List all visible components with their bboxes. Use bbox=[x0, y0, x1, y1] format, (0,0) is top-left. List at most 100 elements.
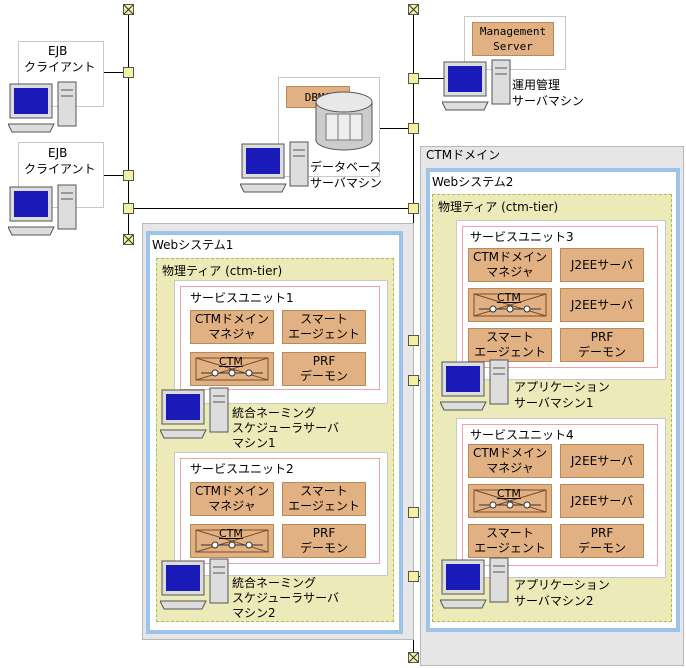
mgmt-server-component: Management Server bbox=[472, 22, 554, 56]
network-node bbox=[408, 203, 419, 214]
service-unit-4-label: サービスユニット4 bbox=[470, 428, 574, 442]
tier-1-label: 物理ティア (ctm-tier) bbox=[162, 264, 283, 278]
ejb-client-label-2b: クライアント bbox=[24, 162, 96, 176]
ctm-domain-manager-2: CTMドメイン マネジャ bbox=[190, 482, 274, 516]
j2ee-server-3b-label: J2EEサーバ bbox=[570, 297, 634, 312]
database-icon bbox=[315, 91, 373, 151]
computer-icon bbox=[240, 141, 309, 193]
prf-daemon-4-a: PRF bbox=[590, 526, 614, 540]
j2ee-server-4b: J2EEサーバ bbox=[560, 484, 644, 518]
j2ee-server-4a-label: J2EEサーバ bbox=[570, 453, 634, 468]
prf-daemon-4-b: デーモン bbox=[577, 541, 626, 555]
smart-agent-2: スマート エージェント bbox=[282, 482, 366, 516]
ctm-symbol-icon bbox=[473, 489, 547, 513]
service-unit-3-label: サービスユニット3 bbox=[470, 230, 574, 244]
ejb-client-label-1b: クライアント bbox=[24, 60, 96, 74]
network-node bbox=[408, 73, 419, 84]
ctm-symbol-icon bbox=[473, 293, 547, 317]
terminator-icon bbox=[408, 652, 419, 663]
computer-icon bbox=[440, 359, 509, 411]
smart-agent-4-a: スマート bbox=[486, 526, 534, 540]
ctm-domain-manager-1-a: CTMドメイン bbox=[194, 312, 270, 326]
naming-machine-2-c: マシン2 bbox=[232, 606, 276, 620]
app-machine-1-a: アプリケーション bbox=[514, 380, 610, 394]
terminator-icon bbox=[123, 4, 134, 15]
smart-agent-2-a: スマート bbox=[300, 484, 348, 498]
smart-agent-3-b: エージェント bbox=[474, 345, 546, 359]
smart-agent-4-b: エージェント bbox=[474, 541, 546, 555]
stub bbox=[413, 78, 449, 79]
ctm-domain-manager-3: CTMドメイン マネジャ bbox=[468, 248, 552, 282]
smart-agent-2-b: エージェント bbox=[288, 499, 360, 513]
stub bbox=[103, 175, 129, 176]
j2ee-server-3a-label: J2EEサーバ bbox=[570, 257, 634, 272]
prf-daemon-3-a: PRF bbox=[590, 330, 614, 344]
network-node bbox=[408, 507, 419, 518]
ctm-domain-manager-4: CTMドメイン マネジャ bbox=[468, 444, 552, 478]
j2ee-server-4b-label: J2EEサーバ bbox=[570, 493, 634, 508]
ctm-label-3: CTM bbox=[497, 291, 521, 304]
j2ee-server-3a: J2EEサーバ bbox=[560, 248, 644, 282]
smart-agent-3: スマート エージェント bbox=[468, 328, 552, 362]
j2ee-server-3b: J2EEサーバ bbox=[560, 288, 644, 322]
prf-daemon-2-a: PRF bbox=[312, 526, 336, 540]
ctm-domain-manager-4-a: CTMドメイン bbox=[472, 446, 548, 460]
prf-daemon-2: PRF デーモン bbox=[282, 524, 366, 558]
terminator-icon bbox=[123, 234, 134, 245]
ops-machine-label-b: サーバマシン bbox=[512, 94, 584, 108]
web-system-1-label: Webシステム1 bbox=[152, 238, 234, 252]
ctm-component-3: CTM bbox=[468, 288, 552, 322]
j2ee-server-4a: J2EEサーバ bbox=[560, 444, 644, 478]
prf-daemon-1: PRF デーモン bbox=[282, 352, 366, 386]
ejb-client-label-2a: EJB bbox=[48, 146, 68, 160]
ctm-component-4: CTM bbox=[468, 484, 552, 518]
network-node bbox=[408, 335, 419, 346]
stub bbox=[378, 128, 414, 129]
network-node bbox=[123, 203, 134, 214]
ejb-client-label-1a: EJB bbox=[48, 44, 68, 58]
app-machine-2-a: アプリケーション bbox=[514, 578, 610, 592]
network-line-horizontal bbox=[128, 208, 414, 209]
db-machine-label-b: サーバマシン bbox=[310, 176, 382, 190]
ctm-domain-manager-2-b: マネジャ bbox=[208, 499, 256, 513]
db-machine-label-a: データベース bbox=[310, 160, 382, 174]
app-machine-1-b: サーバマシン1 bbox=[514, 396, 594, 410]
app-machine-2-b: サーバマシン2 bbox=[514, 594, 594, 608]
prf-daemon-1-a: PRF bbox=[312, 354, 336, 368]
prf-daemon-4: PRF デーモン bbox=[560, 524, 644, 558]
network-node bbox=[408, 571, 419, 582]
ops-machine-label-a: 運用管理 bbox=[512, 78, 561, 92]
ctm-symbol-icon bbox=[195, 357, 269, 381]
web-system-2-label: Webシステム2 bbox=[432, 175, 514, 189]
prf-daemon-2-b: デーモン bbox=[299, 541, 348, 555]
ctm-domain-manager-2-a: CTMドメイン bbox=[194, 484, 270, 498]
prf-daemon-3-b: デーモン bbox=[577, 345, 626, 359]
ctm-domain-manager-3-a: CTMドメイン bbox=[472, 250, 548, 264]
computer-icon bbox=[440, 557, 509, 609]
ctm-component-1: CTM bbox=[190, 352, 274, 386]
smart-agent-1-b: エージェント bbox=[288, 327, 360, 341]
ctm-label-2: CTM bbox=[219, 527, 243, 540]
computer-icon bbox=[160, 387, 229, 439]
mgmt-server-label-a: Management bbox=[479, 25, 547, 38]
smart-agent-1: スマート エージェント bbox=[282, 310, 366, 344]
smart-agent-4: スマート エージェント bbox=[468, 524, 552, 558]
ctm-component-2: CTM bbox=[190, 524, 274, 558]
ctm-domain-manager-1-b: マネジャ bbox=[208, 327, 256, 341]
terminator-icon bbox=[408, 4, 419, 15]
mgmt-server-label-b: Server bbox=[493, 40, 533, 53]
tier-2-label: 物理ティア (ctm-tier) bbox=[438, 200, 559, 214]
naming-machine-1-b: スケジューラサーバ bbox=[232, 421, 340, 435]
service-unit-1-label: サービスユニット1 bbox=[190, 291, 294, 305]
service-unit-2-label: サービスユニット2 bbox=[190, 462, 294, 476]
network-node bbox=[408, 375, 419, 386]
computer-icon bbox=[8, 81, 77, 133]
network-line-left bbox=[128, 14, 129, 240]
network-node bbox=[123, 170, 134, 181]
ctm-domain-manager-4-b: マネジャ bbox=[486, 461, 534, 475]
computer-icon bbox=[160, 558, 229, 610]
network-node bbox=[123, 67, 134, 78]
ctm-symbol-icon bbox=[195, 529, 269, 553]
prf-daemon-3: PRF デーモン bbox=[560, 328, 644, 362]
prf-daemon-1-b: デーモン bbox=[299, 369, 348, 383]
